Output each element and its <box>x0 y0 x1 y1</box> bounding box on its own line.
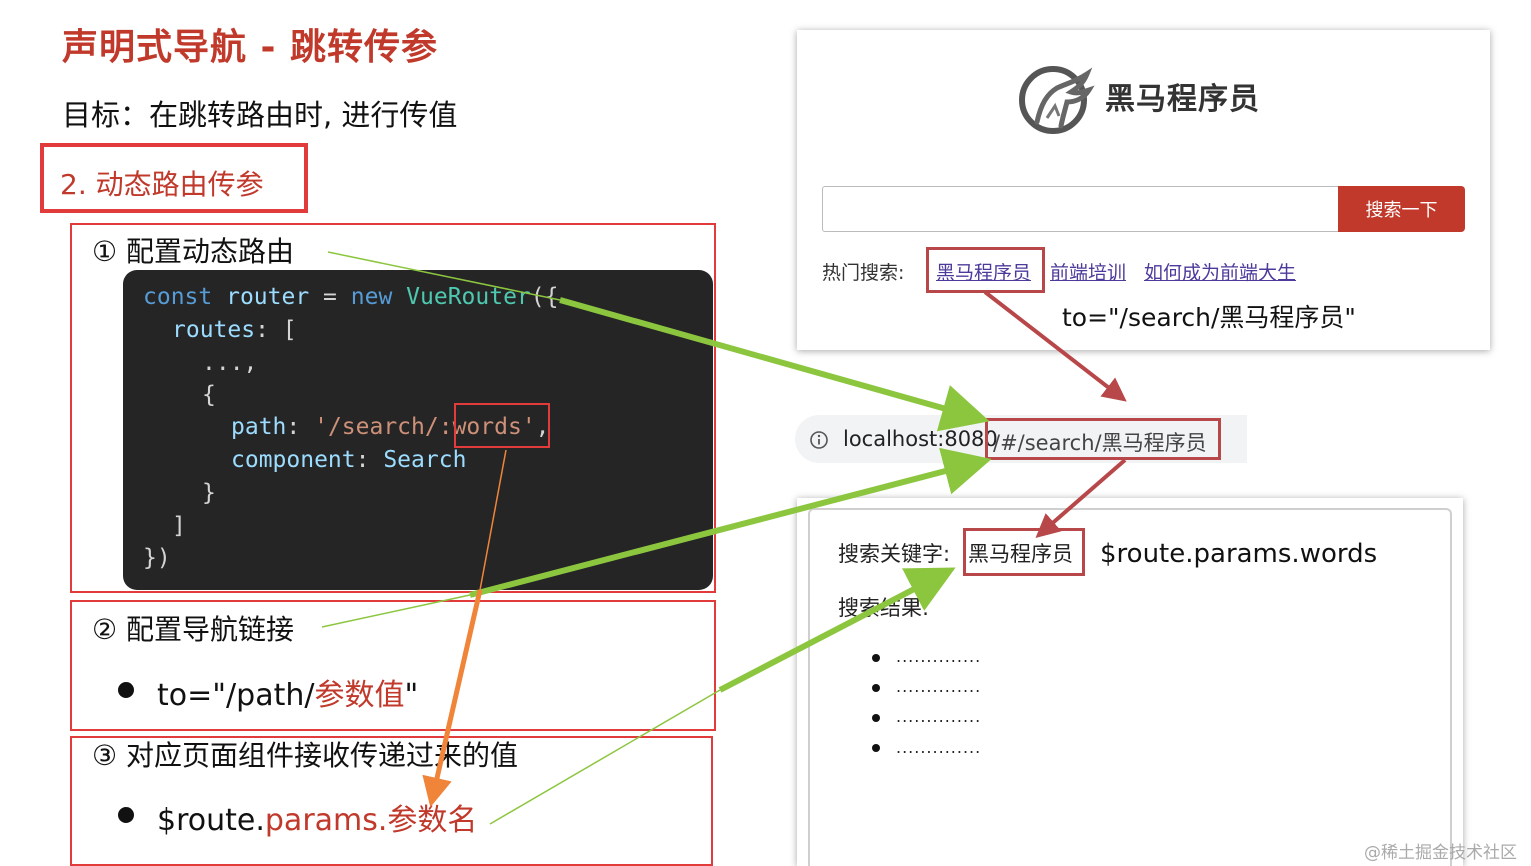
result-bullet <box>872 684 880 692</box>
to-attribute-label: to="/search/黑马程序员" <box>1062 303 1356 332</box>
code-line-2: routes: [ <box>172 317 297 343</box>
step2-heading: ② 配置导航链接 <box>92 613 295 646</box>
step1-heading: ① 配置动态路由 <box>92 235 295 268</box>
keyword-expression: $route.params.words <box>1100 539 1378 569</box>
step3-heading: ③ 对应页面组件接收传递过来的值 <box>92 739 519 772</box>
result-bullet <box>872 744 880 752</box>
keyword-value-highlight <box>963 528 1085 576</box>
watermark: @稀土掘金技术社区 <box>1364 843 1517 863</box>
slide-goal: 目标：在跳转路由时, 进行传值 <box>62 98 458 132</box>
result-item: .............. <box>896 647 982 666</box>
code-line-7: } <box>202 480 216 506</box>
result-label: 搜索结果: <box>838 596 930 620</box>
code-line-4: { <box>202 382 216 408</box>
logo-horse-icon <box>1019 66 1095 134</box>
section-header-box <box>40 143 308 213</box>
hot-search-label: 热门搜索: <box>822 262 905 284</box>
url-host: localhost:8080 <box>843 427 998 451</box>
result-item: .............. <box>896 707 982 726</box>
step2-bullet-text: to="/path/参数值" <box>157 678 419 713</box>
logo-text: 黑马程序员 <box>1105 82 1260 117</box>
hot-link-become-expert[interactable]: 如何成为前端大生 <box>1144 262 1297 284</box>
result-item: .............. <box>896 738 982 757</box>
step3-bullet-dot <box>118 807 134 823</box>
result-bullet <box>872 654 880 662</box>
hot-link-heima[interactable]: 黑马程序员 <box>936 262 1032 284</box>
result-bullet <box>872 714 880 722</box>
section-header: 2. 动态路由传参 <box>60 168 264 201</box>
code-line-1: const router = new VueRouter({ <box>143 284 559 310</box>
code-line-9: }) <box>143 545 171 571</box>
result-item: .............. <box>896 677 982 696</box>
search-input[interactable] <box>822 186 1340 232</box>
code-line-3: ..., <box>202 350 258 376</box>
words-param-highlight <box>454 403 550 448</box>
hot-link-frontend-training[interactable]: 前端培训 <box>1050 262 1127 284</box>
keyword-label: 搜索关键字: <box>838 542 951 566</box>
code-line-8: ] <box>172 513 186 539</box>
code-line-6: component: Search <box>231 447 467 473</box>
search-button[interactable]: 搜索一下 <box>1338 186 1465 232</box>
step3-bullet-text: $route.params.参数名 <box>157 803 478 838</box>
hot-link-highlight <box>926 247 1045 293</box>
url-bar[interactable] <box>795 415 1247 463</box>
keyword-value: 黑马程序员 <box>968 542 1073 566</box>
step2-bullet-dot <box>118 682 134 698</box>
url-path: /#/search/黑马程序员 <box>993 431 1207 455</box>
code-line-5: path: '/search/:words', <box>231 414 550 440</box>
info-icon <box>810 431 828 449</box>
url-path-highlight <box>985 418 1221 460</box>
slide-title: 声明式导航 - 跳转传参 <box>62 27 439 68</box>
